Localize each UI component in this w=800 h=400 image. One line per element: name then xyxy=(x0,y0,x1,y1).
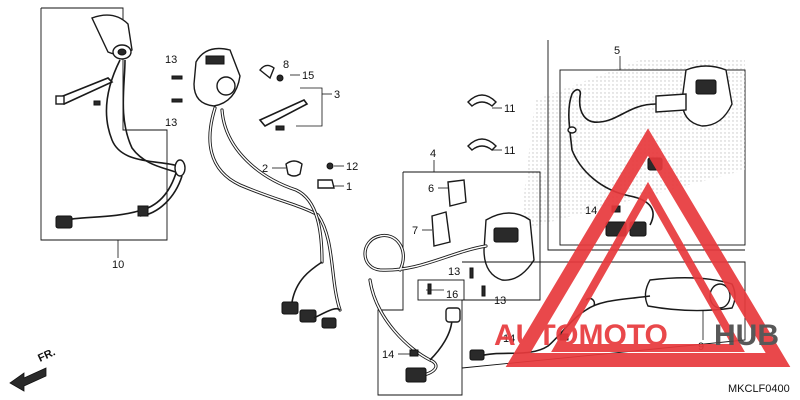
grommet-left xyxy=(174,159,186,177)
screw-left xyxy=(93,100,101,106)
callout-14-top: 14 xyxy=(585,205,597,217)
fr-label: FR. xyxy=(36,346,57,364)
leader-3-bracket xyxy=(296,87,323,127)
callout-10: 10 xyxy=(112,259,124,271)
connector-b xyxy=(299,309,317,323)
watermark-triangle-outer xyxy=(505,128,791,367)
bolt-12 xyxy=(326,162,334,170)
connector-lower xyxy=(405,367,427,383)
grommet-16 xyxy=(445,307,461,323)
callout-13-lower-a: 13 xyxy=(448,266,460,278)
part-6 xyxy=(447,179,467,207)
right-handlebar-switch-upper xyxy=(681,65,733,127)
part-7 xyxy=(431,211,451,247)
harness-wire-a xyxy=(105,59,179,167)
callout-16: 16 xyxy=(446,289,458,301)
switch-arm xyxy=(655,93,687,113)
screw-13-lower-left xyxy=(427,283,432,295)
screw-13-top xyxy=(171,75,183,80)
callout-11-upper: 11 xyxy=(504,103,515,115)
right-upper-harness-b xyxy=(571,149,654,226)
fr-arrow-icon xyxy=(9,367,47,392)
clip-8 xyxy=(259,64,275,80)
part-11-clips: 11 11 xyxy=(467,94,515,157)
cable-tie-head xyxy=(55,95,65,105)
screw-3 xyxy=(275,125,285,131)
connector-left xyxy=(55,215,73,229)
callout-14-grip: 14 xyxy=(503,333,515,345)
front-direction-indicator: FR. xyxy=(9,346,57,392)
screw-13-bottom xyxy=(171,98,183,103)
callout-4: 4 xyxy=(430,148,436,160)
group-10-frame xyxy=(40,7,168,241)
diagram-code: MKCLF0400 xyxy=(728,383,790,395)
watermark-text-automoto: AUTOMOTO xyxy=(494,319,668,352)
callout-13-bottom: 13 xyxy=(165,117,177,129)
right-handlebar-switch-lower xyxy=(483,212,535,281)
callout-13-lower-b: 13 xyxy=(494,295,506,307)
callout-5: 5 xyxy=(614,45,620,57)
connector-c xyxy=(321,317,337,329)
harness-wire-c xyxy=(61,165,179,223)
watermark-logo: AUTOMOTO HUB xyxy=(494,128,791,367)
harness-wire-b xyxy=(122,59,183,177)
left-switch-harness-b xyxy=(220,108,324,264)
callout-1: 1 xyxy=(346,181,352,193)
group-10-grip-harness: 10 xyxy=(40,7,186,271)
callout-2: 2 xyxy=(262,163,268,175)
switch-knob-left xyxy=(216,76,236,96)
group-4-frame xyxy=(377,171,541,396)
lower-switch-harness xyxy=(363,233,488,272)
screw-13-lower-right xyxy=(481,285,486,297)
grip-end-hole xyxy=(117,48,127,56)
clip-14-lower xyxy=(409,349,419,357)
group-3-left-switch: 13 13 8 15 3 2 12 1 xyxy=(165,47,358,329)
switch-button-upper xyxy=(695,79,717,95)
cable-tie-left xyxy=(56,77,114,105)
callout-12: 12 xyxy=(346,161,358,173)
clip-11-lower xyxy=(467,138,497,151)
callout-11-lower: 11 xyxy=(504,145,515,157)
cable-tie-3 xyxy=(258,99,309,128)
callout-7: 7 xyxy=(412,225,418,237)
wire-clamp-left xyxy=(137,205,149,217)
connector-grip-right xyxy=(469,349,485,361)
callout-8: 8 xyxy=(283,59,289,71)
callout-15: 15 xyxy=(302,70,314,82)
callout-13-top: 13 xyxy=(165,54,177,66)
watermark-triangle-inner xyxy=(551,181,745,352)
callout-6: 6 xyxy=(428,183,434,195)
callout-14-lower: 14 xyxy=(382,349,394,361)
group-4-switch-assembly: 4 6 7 16 13 13 14 xyxy=(363,148,541,396)
clip-11-upper xyxy=(467,94,497,107)
clamp-2 xyxy=(285,160,303,177)
nut-15 xyxy=(276,74,284,82)
watermark-text-hub: HUB xyxy=(714,319,779,352)
callout-3: 3 xyxy=(334,89,340,101)
switch-button-lower xyxy=(493,227,519,243)
clamp-1 xyxy=(317,179,335,189)
connector-a xyxy=(281,301,299,315)
right-upper-harness xyxy=(568,88,657,151)
switch-top-button xyxy=(205,55,225,65)
